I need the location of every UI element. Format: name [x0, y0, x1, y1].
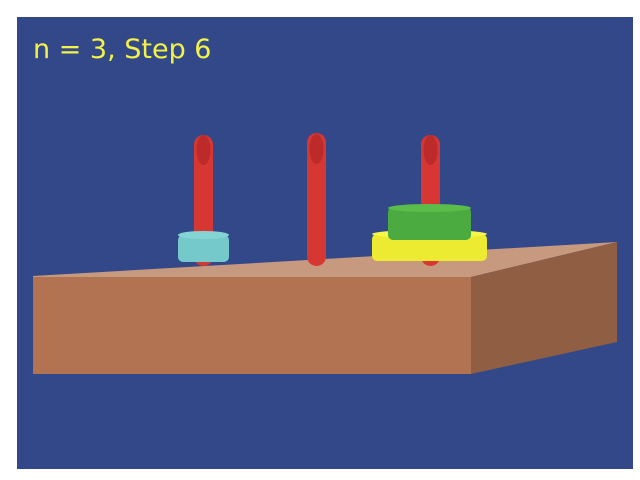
disk-small[interactable] — [178, 231, 229, 262]
status-label: n = 3, Step 6 — [33, 34, 212, 65]
disk-medium[interactable] — [388, 204, 471, 240]
disk-small-side — [178, 235, 229, 262]
board-front-face — [33, 277, 471, 374]
disk-small-top — [178, 231, 229, 239]
game-viewport: n = 3, Step 6 — [17, 17, 633, 469]
disk-medium-top — [388, 204, 471, 212]
peg-left-cap — [196, 135, 211, 165]
hanoi-board-3d — [17, 17, 633, 469]
board-right-face — [471, 242, 617, 374]
disk-medium-side — [388, 207, 471, 240]
peg-middle[interactable] — [307, 133, 326, 266]
peg-right-cap — [423, 135, 438, 165]
peg-middle-cap — [309, 134, 324, 164]
disk-large-side — [372, 234, 487, 261]
peg-middle-rod — [307, 133, 326, 266]
